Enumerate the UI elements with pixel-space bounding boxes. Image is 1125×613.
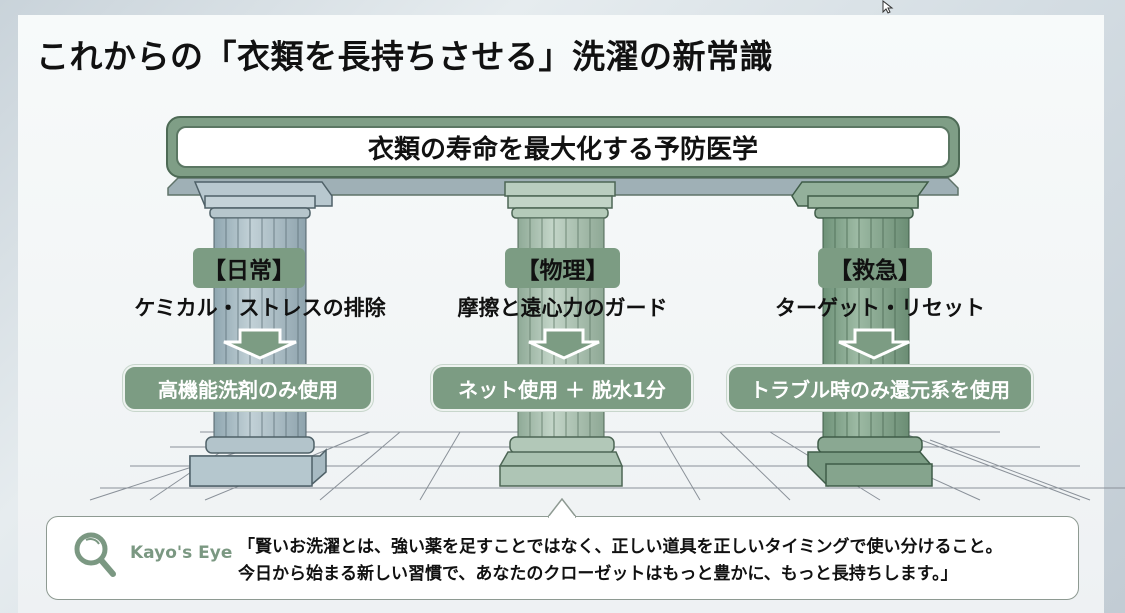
- mouse-cursor-icon: [882, 0, 894, 14]
- pillar-subtitle-daily: ケミカル・ストレスの排除: [134, 296, 386, 320]
- pillar-tag-daily: 【日常】: [193, 248, 305, 288]
- banner-text: 衣類の寿命を最大化する予防医学: [176, 126, 950, 168]
- pillar-subtitle-emergency: ターゲット・リセット: [775, 296, 985, 320]
- pillar-tag-physical: 【物理】: [505, 248, 620, 288]
- arrow-down-icon: [223, 328, 297, 360]
- kayos-eye-callout: [46, 516, 1079, 600]
- magnifier-icon: [74, 532, 116, 577]
- pillar-action-emergency: トラブル時のみ還元系を使用: [727, 365, 1033, 411]
- kayos-eye-label: Kayo's Eye: [130, 543, 233, 563]
- arrow-down-icon: [528, 328, 600, 360]
- pillar-action-daily: 高機能洗剤のみ使用: [123, 365, 373, 411]
- pillar-subtitle-physical: 摩擦と遠心力のガード: [457, 296, 668, 320]
- arrow-down-icon: [838, 328, 910, 360]
- callout-quote: 「賢いお洗濯とは、強い薬を足すことではなく、正しい道具を正しいタイミングで使い分…: [238, 534, 1003, 588]
- page-title: これからの「衣類を長持ちさせる」洗濯の新常識: [36, 37, 773, 76]
- pillar-action-physical: ネット使用 ＋ 脱水1分: [431, 365, 693, 411]
- callout-pointer: [548, 498, 576, 518]
- banner: 衣類の寿命を最大化する予防医学: [166, 116, 960, 178]
- quote-line-2: 今日から始まる新しい習慣で、あなたのクローゼットはもっと豊かに、もっと長持ちしま…: [238, 564, 958, 584]
- quote-line-1: 「賢いお洗濯とは、強い薬を足すことではなく、正しい道具を正しいタイミングで使い分…: [238, 537, 1003, 557]
- pillar-tag-emergency: 【救急】: [818, 248, 932, 288]
